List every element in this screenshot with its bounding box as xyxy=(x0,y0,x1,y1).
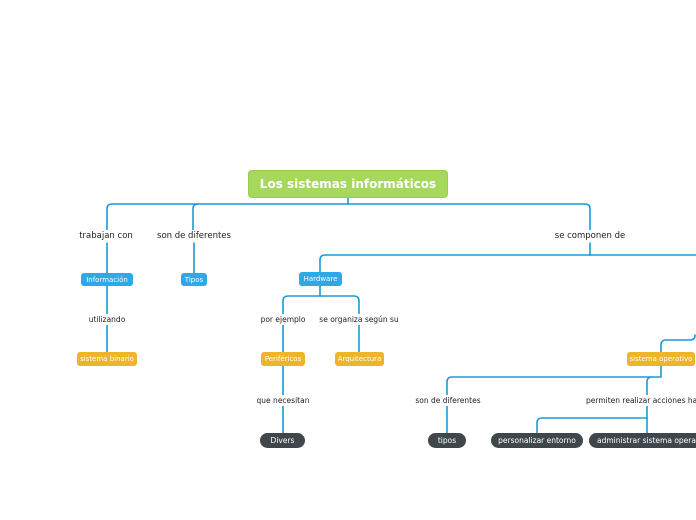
link-so-down xyxy=(446,365,662,396)
topic-tipos[interactable]: Tipos xyxy=(181,273,207,286)
topic-hardware[interactable]: Hardware xyxy=(299,272,342,286)
topic-arquitectura[interactable]: Arquitectura xyxy=(335,352,384,366)
label-trabajan-con[interactable]: trabajan con xyxy=(76,230,136,242)
label-permiten-realizar[interactable]: permiten realizar acciones habituales co… xyxy=(584,395,696,406)
label-se-componen-de[interactable]: se componen de xyxy=(550,230,630,242)
topic-divers[interactable]: Divers xyxy=(260,433,305,448)
link-permiten-split xyxy=(536,405,648,434)
label-por-ejemplo[interactable]: por ejemplo xyxy=(258,314,308,325)
link-hardware-split-right xyxy=(319,295,360,315)
label-utilizando[interactable]: utilizando xyxy=(87,314,127,325)
topic-administrar-sistema-operativo[interactable]: administrar sistema operativo xyxy=(589,433,696,448)
link-so-permiten xyxy=(646,376,653,396)
link-hardware-split xyxy=(282,285,321,315)
topic-personalizar-entorno[interactable]: personalizar entorno xyxy=(491,433,583,448)
link-root-to-sondif xyxy=(192,203,199,231)
topic-sistema-operativo[interactable]: sistema operativo xyxy=(627,352,695,366)
link-root-to-left xyxy=(106,197,349,231)
label-se-organiza-segun-su[interactable]: se organiza según su xyxy=(319,314,399,325)
topic-perifericos[interactable]: Periféricos xyxy=(261,352,305,366)
root-topic[interactable]: Los sistemas informáticos xyxy=(248,170,448,198)
topic-sistema-binario[interactable]: sistema binario xyxy=(77,352,137,366)
label-son-de-diferentes-2[interactable]: son de diferentes xyxy=(414,395,482,406)
connector-group xyxy=(106,197,696,434)
link-so-up xyxy=(660,334,696,353)
link-root-to-componen xyxy=(347,203,591,231)
topic-informacion[interactable]: Información xyxy=(81,273,133,286)
label-que-necesitan[interactable]: que necesitan xyxy=(256,395,310,406)
link-componen-branch xyxy=(319,242,591,273)
label-son-de-diferentes[interactable]: son de diferentes xyxy=(152,230,236,242)
topic-tipos-bottom[interactable]: tipos xyxy=(428,433,466,448)
